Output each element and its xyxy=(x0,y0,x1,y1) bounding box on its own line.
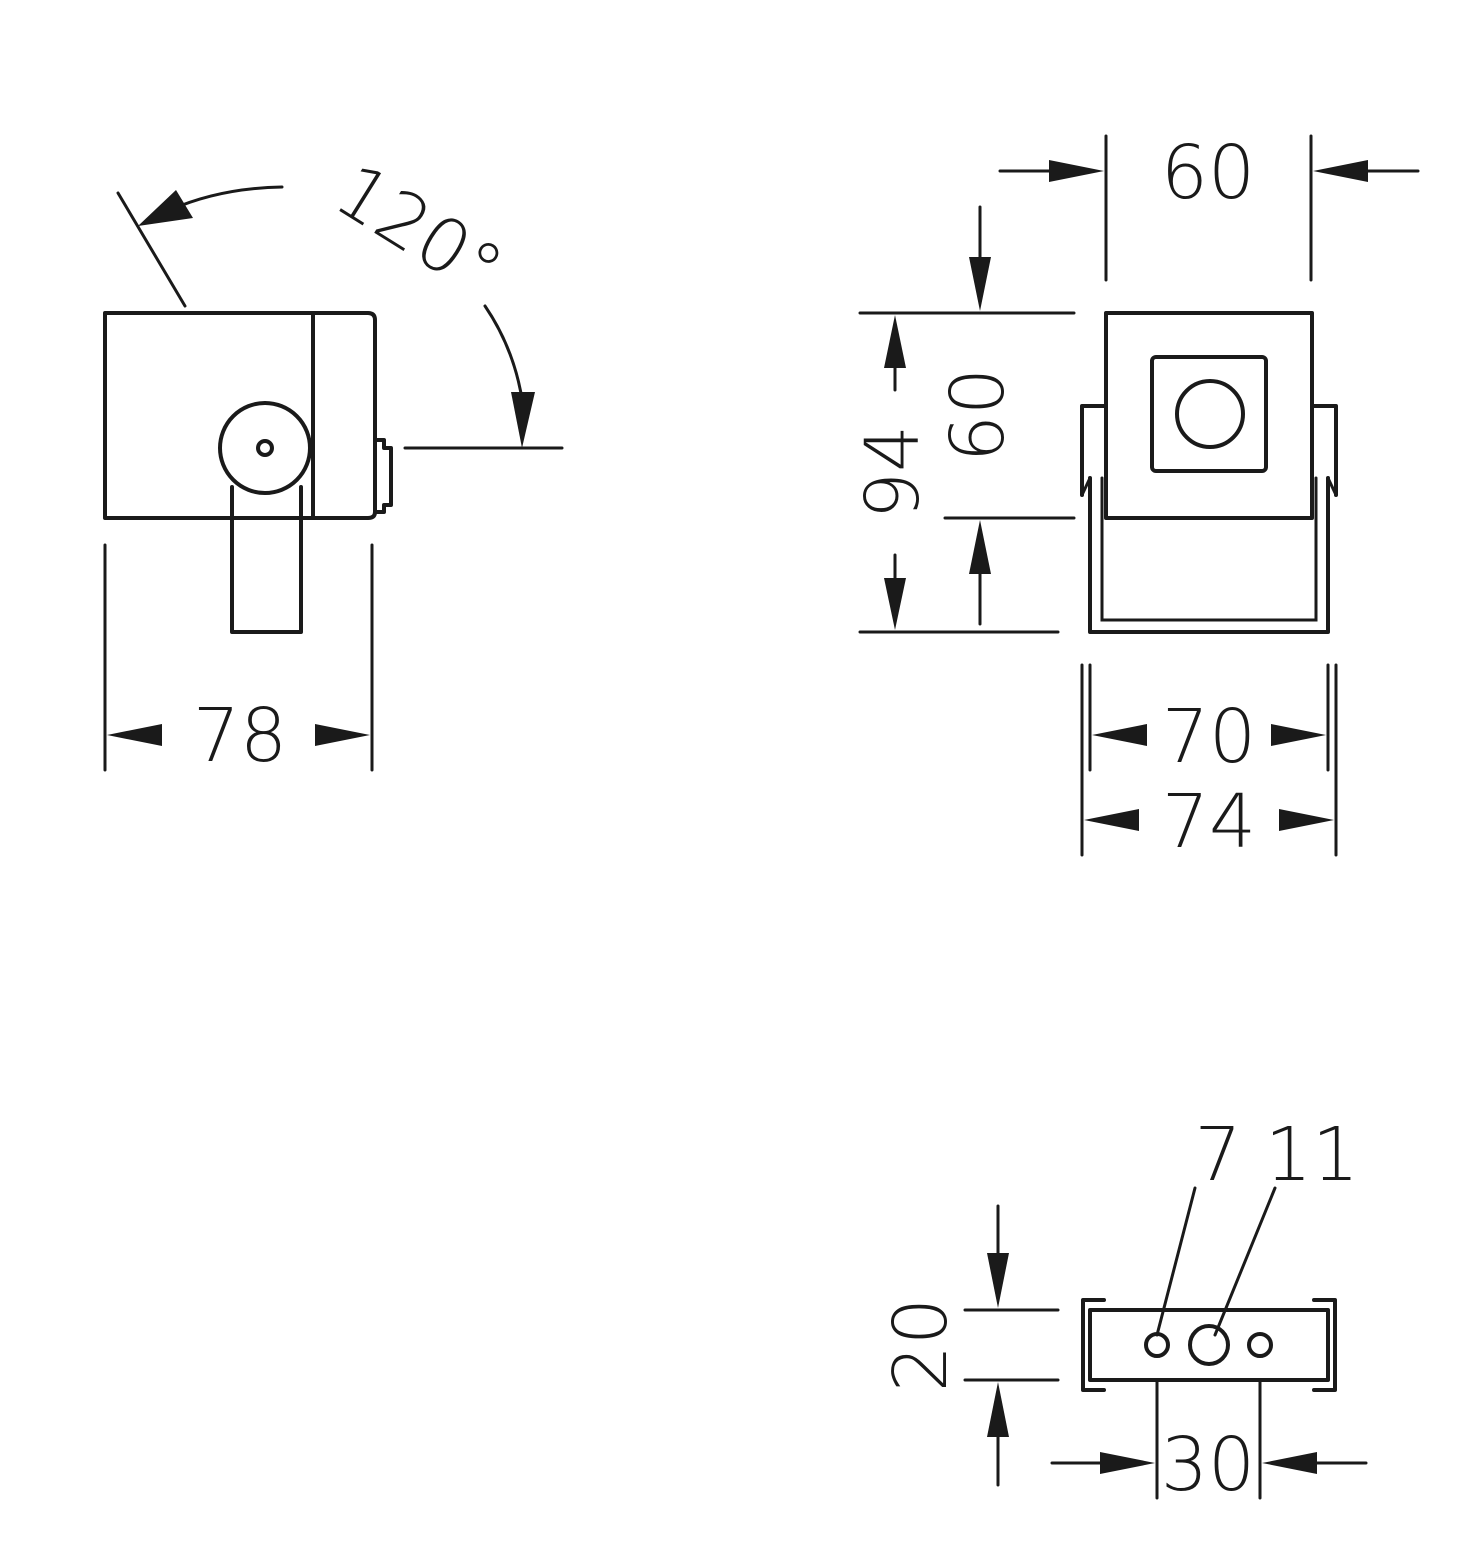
angle-tilt-line xyxy=(116,191,187,308)
angle-arc-top xyxy=(168,185,284,212)
angle-arrowhead-left xyxy=(138,190,193,226)
total-height-arrow-bottom xyxy=(884,578,906,630)
angle-arc-right xyxy=(483,304,525,407)
base-hole-right xyxy=(1247,1332,1273,1358)
base-hole-left xyxy=(1144,1332,1170,1358)
inner-width-label: 70 xyxy=(1162,694,1256,780)
base-height-arrow-bottom xyxy=(987,1382,1009,1437)
front-width-label: 60 xyxy=(1161,130,1255,216)
inner-width-arrow-left xyxy=(1092,724,1147,746)
head-height-arrow-bottom xyxy=(969,520,991,574)
side-width-label: 78 xyxy=(193,693,287,779)
hole-large-label: 11 xyxy=(1265,1112,1359,1198)
front-view: 60 94 60 70 74 xyxy=(850,130,1420,865)
front-lens-frame xyxy=(1150,355,1268,473)
total-height-arrow-top xyxy=(884,315,906,368)
hole-small-label: 7 xyxy=(1194,1112,1241,1198)
front-bracket-inner xyxy=(1100,476,1318,622)
hole-spacing-arrow-left xyxy=(1100,1452,1155,1474)
side-width-arrow-left xyxy=(107,724,162,746)
base-hole-center xyxy=(1188,1324,1230,1366)
front-bracket-outer xyxy=(1080,404,1338,497)
hole-small-leader xyxy=(1155,1186,1197,1337)
side-width-arrow-right xyxy=(315,724,370,746)
front-bracket-u xyxy=(1088,476,1330,634)
base-height-label: 20 xyxy=(878,1298,964,1392)
inner-width-arrow-right xyxy=(1271,724,1326,746)
front-width-arrow-right xyxy=(1313,160,1368,182)
front-bracket-left-step xyxy=(1080,476,1092,497)
hole-large-leader xyxy=(1213,1186,1277,1337)
hole-spacing-label: 30 xyxy=(1161,1422,1255,1508)
base-left-flange xyxy=(1081,1298,1106,1392)
front-bracket-right-step xyxy=(1326,476,1338,497)
side-view: 120° 78 xyxy=(103,147,564,779)
front-head-outline xyxy=(1104,311,1314,520)
front-lens xyxy=(1175,379,1245,449)
angle-arrowhead-down xyxy=(511,392,535,448)
head-height-arrow-top xyxy=(969,257,991,311)
total-height-label: 94 xyxy=(850,425,936,519)
base-height-arrow-top xyxy=(987,1253,1009,1308)
outer-width-arrow-right xyxy=(1279,809,1334,831)
side-pivot-knob xyxy=(218,401,312,495)
front-width-arrow-left xyxy=(1049,160,1104,182)
angle-label: 120° xyxy=(320,147,517,314)
side-cable-gland xyxy=(375,438,393,514)
outer-width-label: 74 xyxy=(1162,779,1256,865)
base-plate-outline xyxy=(1088,1308,1330,1382)
outer-width-arrow-left xyxy=(1084,809,1139,831)
hole-spacing-arrow-right xyxy=(1262,1452,1317,1474)
side-pivot-screw xyxy=(256,439,274,457)
base-view: 7 11 20 30 xyxy=(878,1112,1368,1508)
base-right-flange xyxy=(1312,1298,1337,1392)
head-height-label: 60 xyxy=(935,368,1021,462)
side-bracket-arm xyxy=(230,485,303,634)
